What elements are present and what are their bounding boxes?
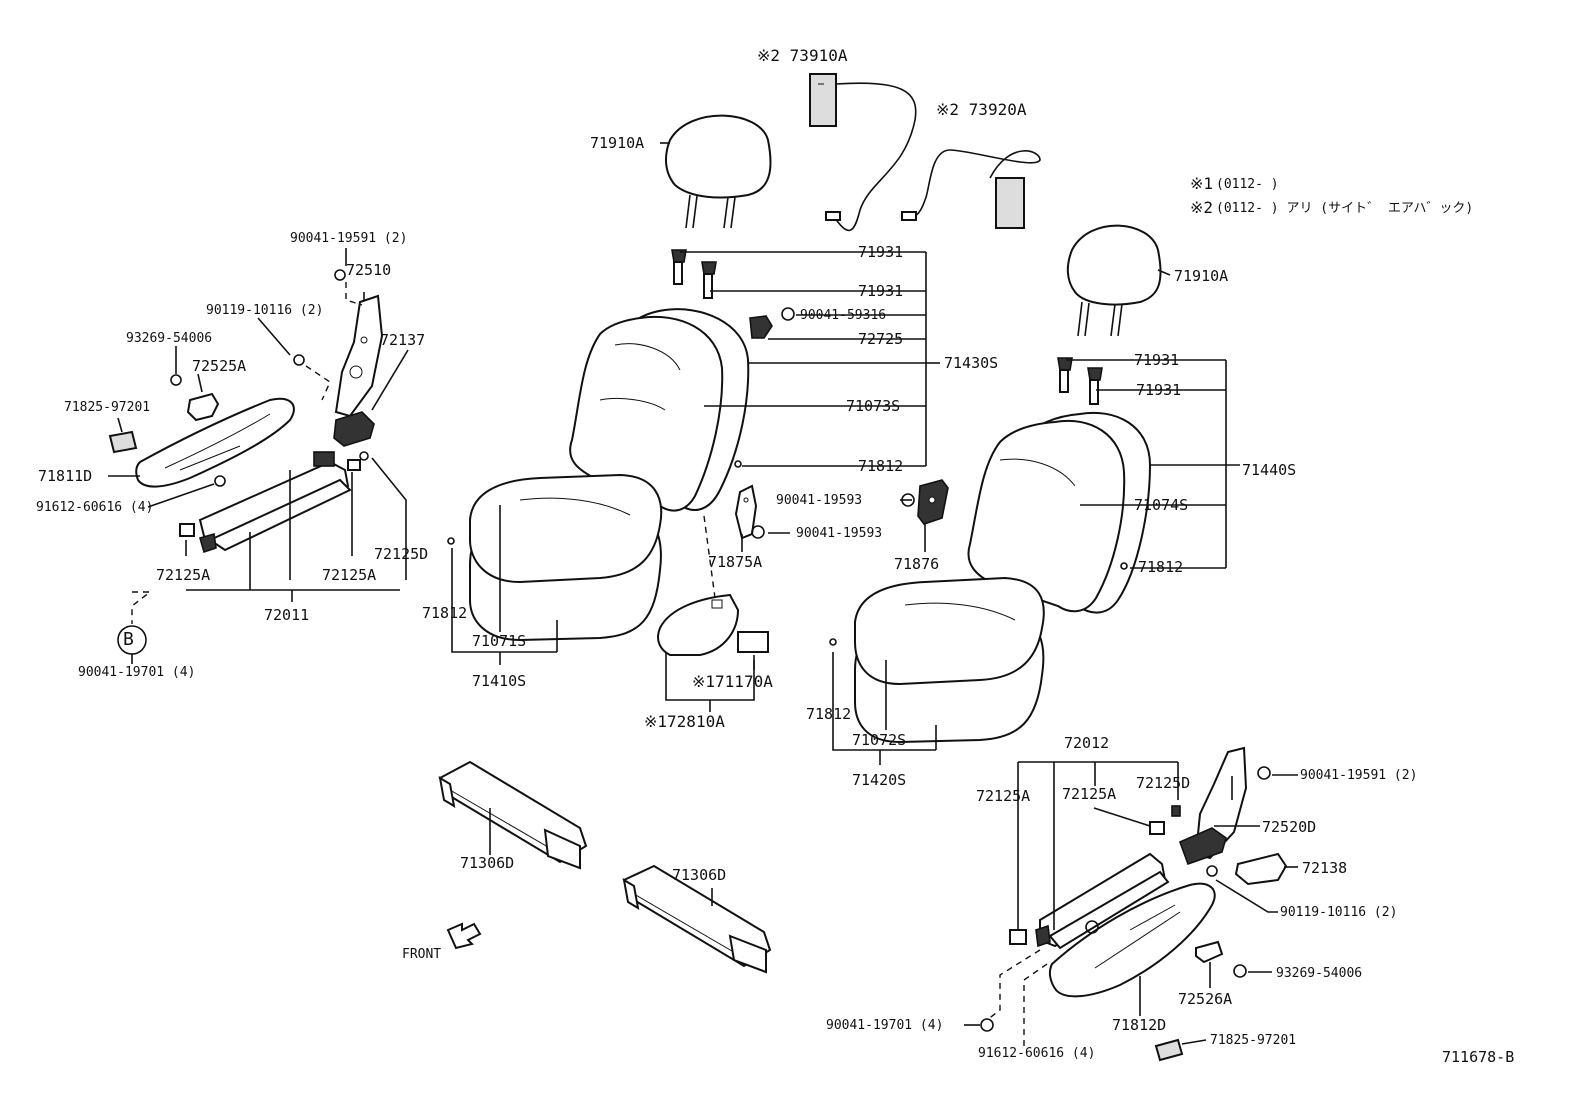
label-71073s: 71073S bbox=[846, 397, 901, 415]
headrest-guides-left bbox=[671, 249, 717, 299]
label-71812-c: 71812 bbox=[422, 604, 468, 622]
seat-track-72012 bbox=[1035, 805, 1181, 950]
label-90041-19591-right: 90041-19591 (2) bbox=[1300, 768, 1418, 783]
note1-mark: ※1 bbox=[1190, 174, 1214, 193]
label-71825-97201-right: 71825-97201 bbox=[1210, 1033, 1297, 1048]
front-label: FRONT bbox=[402, 947, 442, 962]
label-71931-c: 71931 bbox=[1134, 351, 1180, 369]
label-71306d-b: 71306D bbox=[672, 866, 727, 884]
seat-back-right bbox=[967, 411, 1152, 614]
note2-mark: ※2 bbox=[1190, 198, 1214, 217]
cap-71825-right bbox=[1154, 1038, 1184, 1062]
seat-back-left bbox=[569, 308, 750, 512]
label-90041-59316: 90041-59316 bbox=[800, 308, 887, 323]
label-71910a-right: 71910A bbox=[1174, 267, 1229, 285]
label-172810a: ※172810A bbox=[644, 712, 725, 731]
label-72526a: 72526A bbox=[1178, 990, 1233, 1008]
label-90041-19701-left: 90041-19701 (4) bbox=[78, 665, 196, 680]
recliner-handle-72138 bbox=[1234, 852, 1288, 886]
label-90041-19591-left: 90041-19591 (2) bbox=[290, 231, 408, 246]
label-71440s: 71440S bbox=[1242, 461, 1297, 479]
note2-text: (0112- ) アリ (サイト゛ エアハ゛ック) bbox=[1216, 201, 1474, 216]
side-cover-71812d bbox=[1048, 882, 1216, 998]
label-71875a: 71875A bbox=[708, 553, 763, 571]
label-93269-54006-right: 93269-54006 bbox=[1276, 966, 1363, 981]
label-71931-b: 71931 bbox=[858, 282, 904, 300]
label-71074s: 71074S bbox=[1134, 496, 1189, 514]
label-90119-10116-right: 90119-10116 (2) bbox=[1280, 905, 1398, 920]
label-71910a-left: 71910A bbox=[590, 134, 645, 152]
front-arrow-icon bbox=[446, 922, 482, 950]
label-71072s: 71072S bbox=[852, 731, 907, 749]
label-71931-d: 71931 bbox=[1136, 381, 1182, 399]
label-72125a-right2: 72125A bbox=[1062, 785, 1117, 803]
label-72510: 72510 bbox=[346, 261, 392, 279]
clip-72125a-right bbox=[1009, 929, 1027, 945]
label-71071s: 71071S bbox=[472, 632, 527, 650]
label-73920a: ※2 73920A bbox=[936, 100, 1027, 119]
label-72520d: 72520D bbox=[1262, 818, 1317, 836]
label-90041-19593-a: 90041-19593 bbox=[776, 493, 863, 508]
label-71811d: 71811D bbox=[38, 467, 93, 485]
label-71812-a: 71812 bbox=[858, 457, 904, 475]
label-93269-54006-left: 93269-54006 bbox=[126, 331, 213, 346]
label-71410s: 71410S bbox=[472, 672, 527, 690]
label-90041-19701-right: 90041-19701 (4) bbox=[826, 1018, 944, 1033]
bolt-markers bbox=[117, 269, 1271, 1032]
side-cover-71811d bbox=[135, 397, 295, 488]
clip-72125a-left bbox=[179, 523, 195, 537]
label-72125a-left1: 72125A bbox=[156, 566, 211, 584]
recliner-72520d bbox=[1178, 746, 1248, 866]
bracket-71876 bbox=[917, 479, 949, 525]
label-71876: 71876 bbox=[894, 555, 940, 573]
headrest-guides-right bbox=[1057, 357, 1103, 405]
label-72012: 72012 bbox=[1064, 734, 1110, 752]
label-91612-60616-right: 91612-60616 (4) bbox=[978, 1046, 1096, 1061]
label-72125d-left: 72125D bbox=[374, 545, 429, 563]
label-71825-97201-left: 71825-97201 bbox=[64, 400, 151, 415]
label-90119-10116-left: 90119-10116 (2) bbox=[206, 303, 324, 318]
side-airbag-wire-73920a bbox=[901, 149, 1041, 229]
seat-track-72011 bbox=[198, 451, 361, 554]
recliner-72510 bbox=[334, 294, 384, 418]
leader-lines bbox=[108, 142, 1298, 1046]
label-72725: 72725 bbox=[858, 330, 904, 348]
label-72011: 72011 bbox=[264, 606, 310, 624]
label-71420s: 71420S bbox=[852, 771, 907, 789]
label-71812d: 71812D bbox=[1112, 1016, 1167, 1034]
label-91612-60616-left: 91612-60616 (4) bbox=[36, 500, 154, 515]
label-72125a-right1: 72125A bbox=[976, 787, 1031, 805]
label-71306d-a: 71306D bbox=[460, 854, 515, 872]
label-71931-a: 71931 bbox=[858, 243, 904, 261]
diagram-id: 711678-B bbox=[1442, 1048, 1515, 1066]
side-airbag-module-73910a bbox=[809, 73, 917, 232]
recliner-cover-72725 bbox=[749, 315, 773, 339]
label-72138: 72138 bbox=[1302, 859, 1348, 877]
seat-rail-71306d-a bbox=[438, 760, 588, 870]
seat-cushion-right bbox=[854, 576, 1045, 744]
label-171170a: ※171170A bbox=[692, 672, 773, 691]
label-72125a-left2: 72125A bbox=[322, 566, 377, 584]
label-71812-d: 71812 bbox=[806, 705, 852, 723]
seat-cushion-left bbox=[469, 473, 663, 642]
headrest-left bbox=[665, 114, 772, 229]
cap-71825-left bbox=[108, 430, 138, 454]
label-72525a: 72525A bbox=[192, 357, 247, 375]
marker-b: B bbox=[123, 629, 134, 650]
label-71812-b: 71812 bbox=[1138, 558, 1184, 576]
side-airbag-cover-172810a bbox=[657, 515, 769, 656]
seat-rail-71306d-b bbox=[622, 864, 772, 974]
knob-72525a bbox=[186, 392, 220, 422]
label-72137: 72137 bbox=[380, 331, 426, 349]
label-71430s: 71430S bbox=[944, 354, 999, 372]
label-90041-19593-b: 90041-19593 bbox=[796, 526, 883, 541]
headrest-right bbox=[1066, 224, 1162, 337]
recliner-handle-72137 bbox=[333, 411, 375, 447]
label-73910a: ※2 73910A bbox=[757, 46, 848, 65]
note1-text: (0112- ) bbox=[1216, 177, 1279, 192]
knob-72526a bbox=[1195, 940, 1224, 964]
label-72125d-right: 72125D bbox=[1136, 774, 1191, 792]
